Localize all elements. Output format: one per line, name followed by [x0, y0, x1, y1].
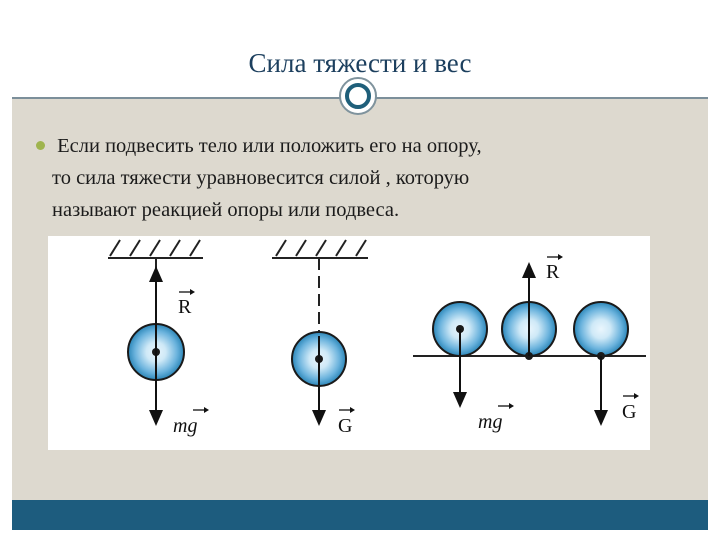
forces-diagram: R mg G — [108, 239, 646, 437]
divider-ring-icon — [339, 77, 377, 115]
suspension-2 — [272, 239, 368, 336]
footer-bar — [12, 500, 708, 530]
ball-5 — [573, 301, 629, 357]
bullet-dot-icon — [36, 141, 45, 150]
ring-inner — [345, 83, 371, 109]
arrow-G-4 — [594, 356, 608, 426]
label-G-2: G — [338, 415, 352, 437]
label-R-1: R — [178, 296, 192, 318]
label-R-3: R — [546, 261, 560, 283]
label-G-4: G — [622, 401, 636, 423]
bullet-line-3: называют реакцией опоры или подвеса. — [52, 199, 400, 221]
label-mg-3: mg — [478, 411, 502, 433]
bullet-line-1: Если подвесить тело или положить его на … — [52, 135, 482, 157]
arrow-G-2 — [312, 336, 326, 426]
bullet-line-2: то сила тяжести уравновесится силой , ко… — [52, 167, 470, 189]
forces-figure: R mg G — [48, 236, 650, 450]
label-mg-1: mg — [173, 415, 197, 437]
arrow-mg-3 — [453, 329, 467, 408]
slide-title: Сила тяжести и вес — [248, 48, 472, 78]
arrow-R-1 — [149, 266, 163, 352]
arrow-R-3 — [522, 262, 536, 356]
arrow-mg-1 — [149, 352, 163, 426]
bullet-text: Если подвесить тело или положить его на … — [52, 130, 702, 226]
